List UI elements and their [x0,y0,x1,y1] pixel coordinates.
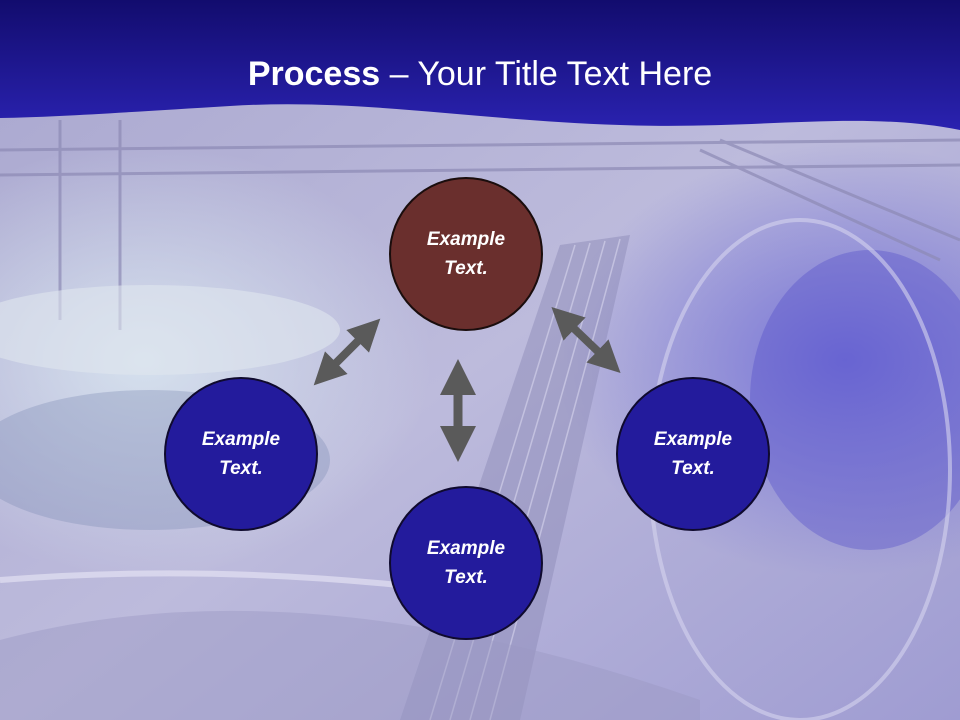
process-node-bottom-text: Example Text. [426,538,506,588]
arrow-right-connector [551,306,621,374]
process-node-top[interactable]: Example Text. [389,177,543,331]
process-node-right-text: Example Text. [653,429,733,479]
process-node-left[interactable]: Example Text. [164,377,318,531]
title-band [0,0,960,130]
title-rest-text: – Your Title Text Here [380,55,713,93]
process-node-left-text: Example Text. [201,429,281,479]
process-node-top-text: Example Text. [426,229,506,279]
process-node-right[interactable]: Example Text. [616,377,770,531]
process-node-bottom[interactable]: Example Text. [389,486,543,640]
arrow-left-connector [313,318,381,386]
title-bold-text: Process [247,55,381,93]
slide-title: Process – Your Title Text Here [0,52,960,96]
